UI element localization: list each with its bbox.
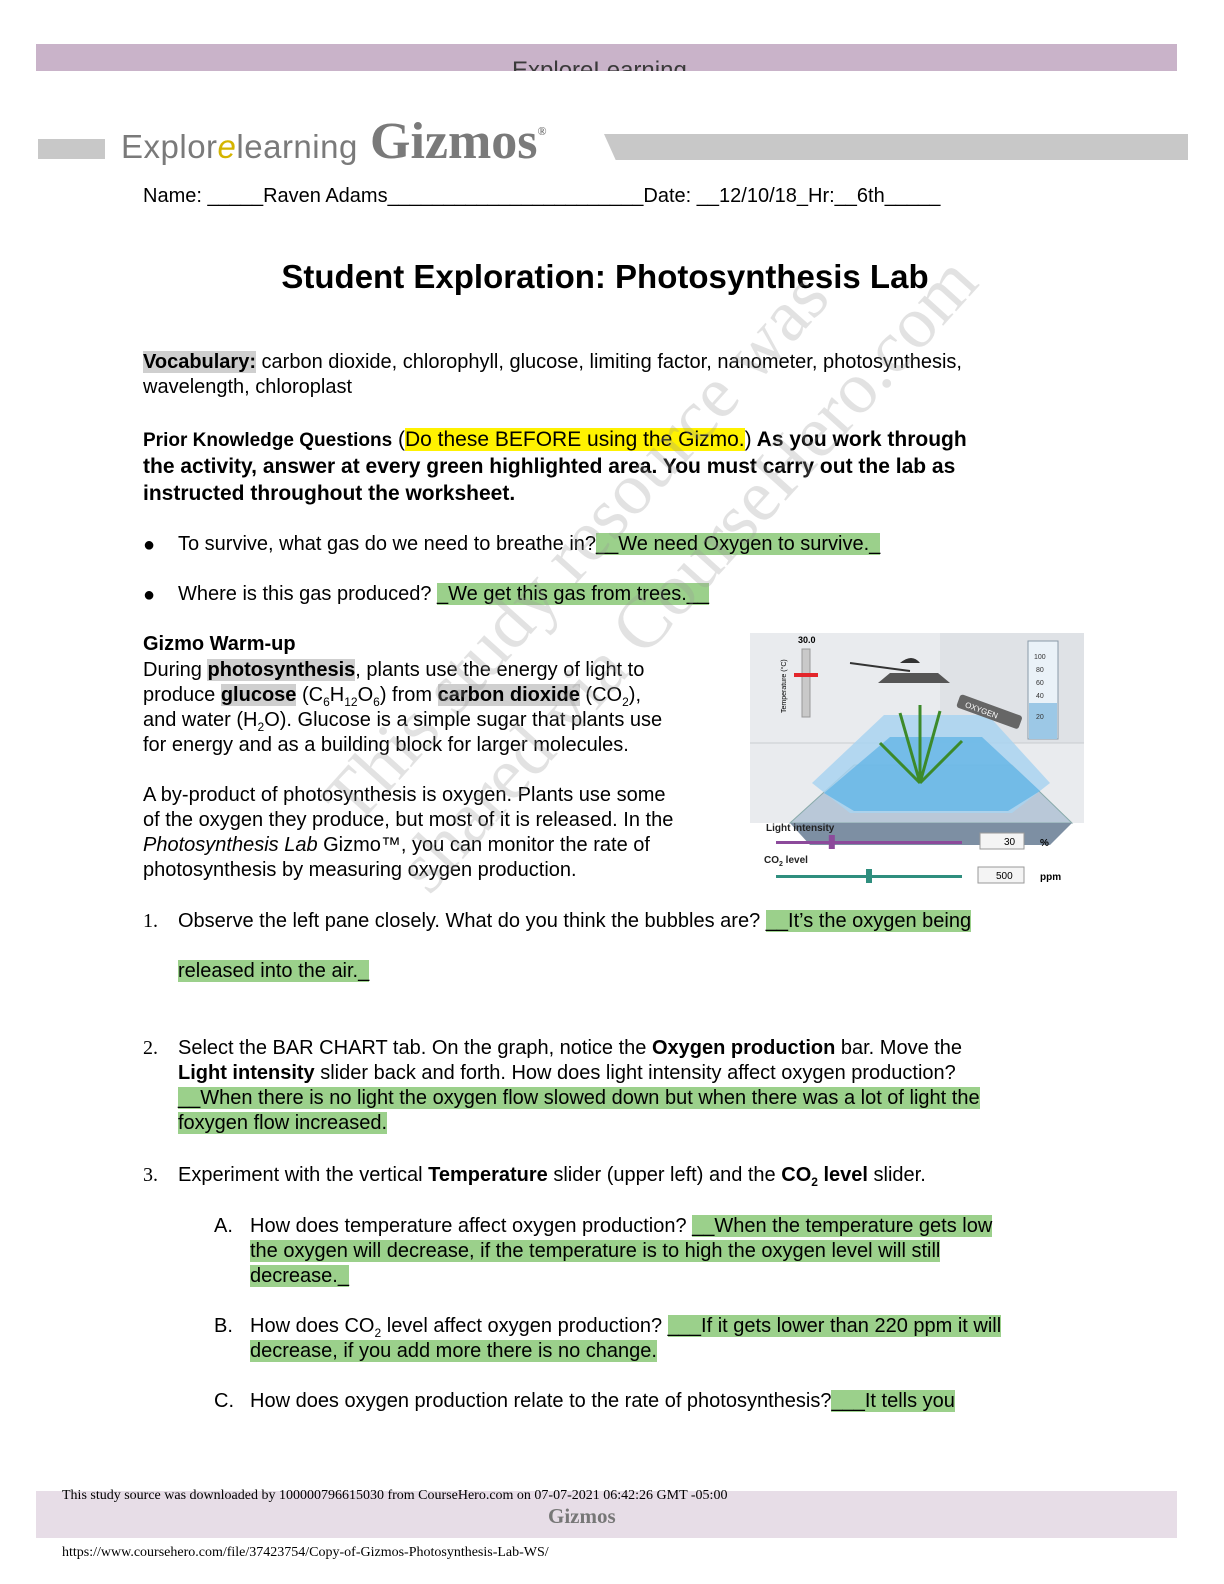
temp-value: 30.0 — [798, 635, 816, 645]
q3-number: 3. — [143, 1164, 158, 1186]
q3a-question: How does temperature affect oxygen produ… — [250, 1215, 993, 1237]
gizmos-logo: Gizmos® — [370, 113, 547, 170]
q2-number: 2. — [143, 1037, 158, 1059]
vocabulary-line1: Vocabulary: carbon dioxide, chlorophyll,… — [143, 351, 962, 373]
svg-text:20: 20 — [1036, 714, 1044, 721]
q1-answer-part1: __It’s the oxygen being — [765, 910, 972, 932]
prior-knowledge-note: Do these BEFORE using the Gizmo. — [404, 428, 745, 451]
q2-line2: Light intensity slider back and forth. H… — [178, 1062, 956, 1084]
svg-text:60: 60 — [1036, 680, 1044, 687]
vocabulary-line2: wavelength, chloroplast — [143, 376, 353, 398]
q3c-label: C. — [214, 1390, 234, 1412]
q1-number: 1. — [143, 910, 158, 932]
prior-question-2: Where is this gas produced? _We get this… — [178, 583, 710, 605]
brand-bar-left — [38, 139, 105, 159]
light-slider-track — [776, 841, 962, 844]
prior-knowledge-line1: Prior Knowledge Questions (Do these BEFO… — [143, 428, 967, 451]
source-url[interactable]: https://www.coursehero.com/file/37423754… — [62, 1545, 549, 1560]
prior-knowledge-line2: the activity, answer at every green high… — [143, 455, 956, 478]
q3a-answer-line3: decrease._ — [250, 1265, 349, 1287]
light-value: 30 — [1004, 837, 1016, 848]
q2-answer-line1: __When there is no light the oxygen flow… — [178, 1087, 980, 1109]
warmup-p1-line4: for energy and as a building block for l… — [143, 734, 629, 756]
light-slider-thumb — [828, 835, 835, 849]
light-label: Light intensity — [766, 823, 835, 834]
warmup-p2-line4: photosynthesis by measuring oxygen produ… — [143, 859, 577, 881]
swirl-e: e — [217, 128, 237, 165]
cylinder-ticks: 100 80 60 40 20 — [1034, 654, 1046, 721]
q1-answer-part2: released into the air._ — [178, 960, 370, 982]
answer-2: _We get this gas from trees.__ — [437, 583, 710, 605]
svg-text:80: 80 — [1036, 667, 1044, 674]
prior-knowledge-line3: instructed throughout the worksheet. — [143, 482, 516, 505]
bullet-2: ● — [143, 584, 156, 606]
top-header-bar: ExploreLearning — [36, 44, 1177, 71]
co2-unit: ppm — [1040, 872, 1061, 883]
explorelearning-logo: Explorelearning — [121, 128, 358, 165]
q3a-label: A. — [214, 1215, 233, 1237]
brand-bar-right — [604, 134, 1188, 160]
svg-text:100: 100 — [1034, 654, 1046, 661]
temp-axis-label: Temperature (°C) — [780, 659, 788, 713]
footer-bar — [36, 1491, 1177, 1538]
q3b-question: How does CO2 level affect oxygen product… — [250, 1315, 1002, 1340]
warmup-p1-line1: During photosynthesis, plants use the en… — [143, 659, 645, 681]
q3b-label: B. — [214, 1315, 233, 1337]
vocabulary-label: Vocabulary: — [143, 351, 256, 373]
answer-1: __We need Oxygen to survive._ — [596, 533, 881, 555]
co2-label: CO2 level — [764, 855, 808, 868]
warmup-heading: Gizmo Warm-up — [143, 633, 296, 655]
footer-gizmos-logo: Gizmos — [548, 1504, 616, 1528]
warmup-p1-line2: produce glucose (C6H12O6) from carbon di… — [143, 684, 641, 709]
q1-text: Observe the left pane closely. What do y… — [178, 910, 972, 932]
co2-value: 500 — [996, 871, 1013, 882]
co2-slider-thumb — [866, 869, 872, 883]
q2-line1: Select the BAR CHART tab. On the graph, … — [178, 1037, 963, 1059]
gizmo-illustration: 100 80 60 40 20 OXYGEN 30.0 Temperature … — [750, 633, 1084, 884]
q2-answer-line2: foxygen flow increased. — [178, 1112, 388, 1134]
q3c-question: How does oxygen production relate to the… — [250, 1390, 955, 1412]
light-unit: % — [1040, 838, 1049, 849]
warmup-p1-line3: and water (H2O). Glucose is a simple sug… — [143, 709, 663, 734]
svg-text:40: 40 — [1036, 693, 1044, 700]
download-note: This study source was downloaded by 1000… — [62, 1488, 728, 1503]
gizmo-figure: 100 80 60 40 20 OXYGEN 30.0 Temperature … — [750, 633, 1084, 885]
top-brand-text: ExploreLearning — [512, 57, 687, 71]
prior-question-1: To survive, what gas do we need to breat… — [178, 533, 881, 555]
name-date-line: Name: _____Raven Adams__________________… — [143, 185, 941, 207]
q3-text: Experiment with the vertical Temperature… — [178, 1164, 926, 1189]
q3b-answer-line2: decrease, if you add more there is no ch… — [250, 1340, 657, 1362]
warmup-p2-line2: of the oxygen they produce, but most of … — [143, 809, 674, 831]
warmup-p2-line1: A by-product of photosynthesis is oxygen… — [143, 784, 666, 806]
warmup-p2-line3: Photosynthesis Lab Gizmo™, you can monit… — [143, 834, 650, 856]
q3a-answer-line2: the oxygen will decrease, if the tempera… — [250, 1240, 941, 1262]
bullet-1: ● — [143, 534, 156, 556]
page-title: Student Exploration: Photosynthesis Lab — [281, 258, 929, 295]
